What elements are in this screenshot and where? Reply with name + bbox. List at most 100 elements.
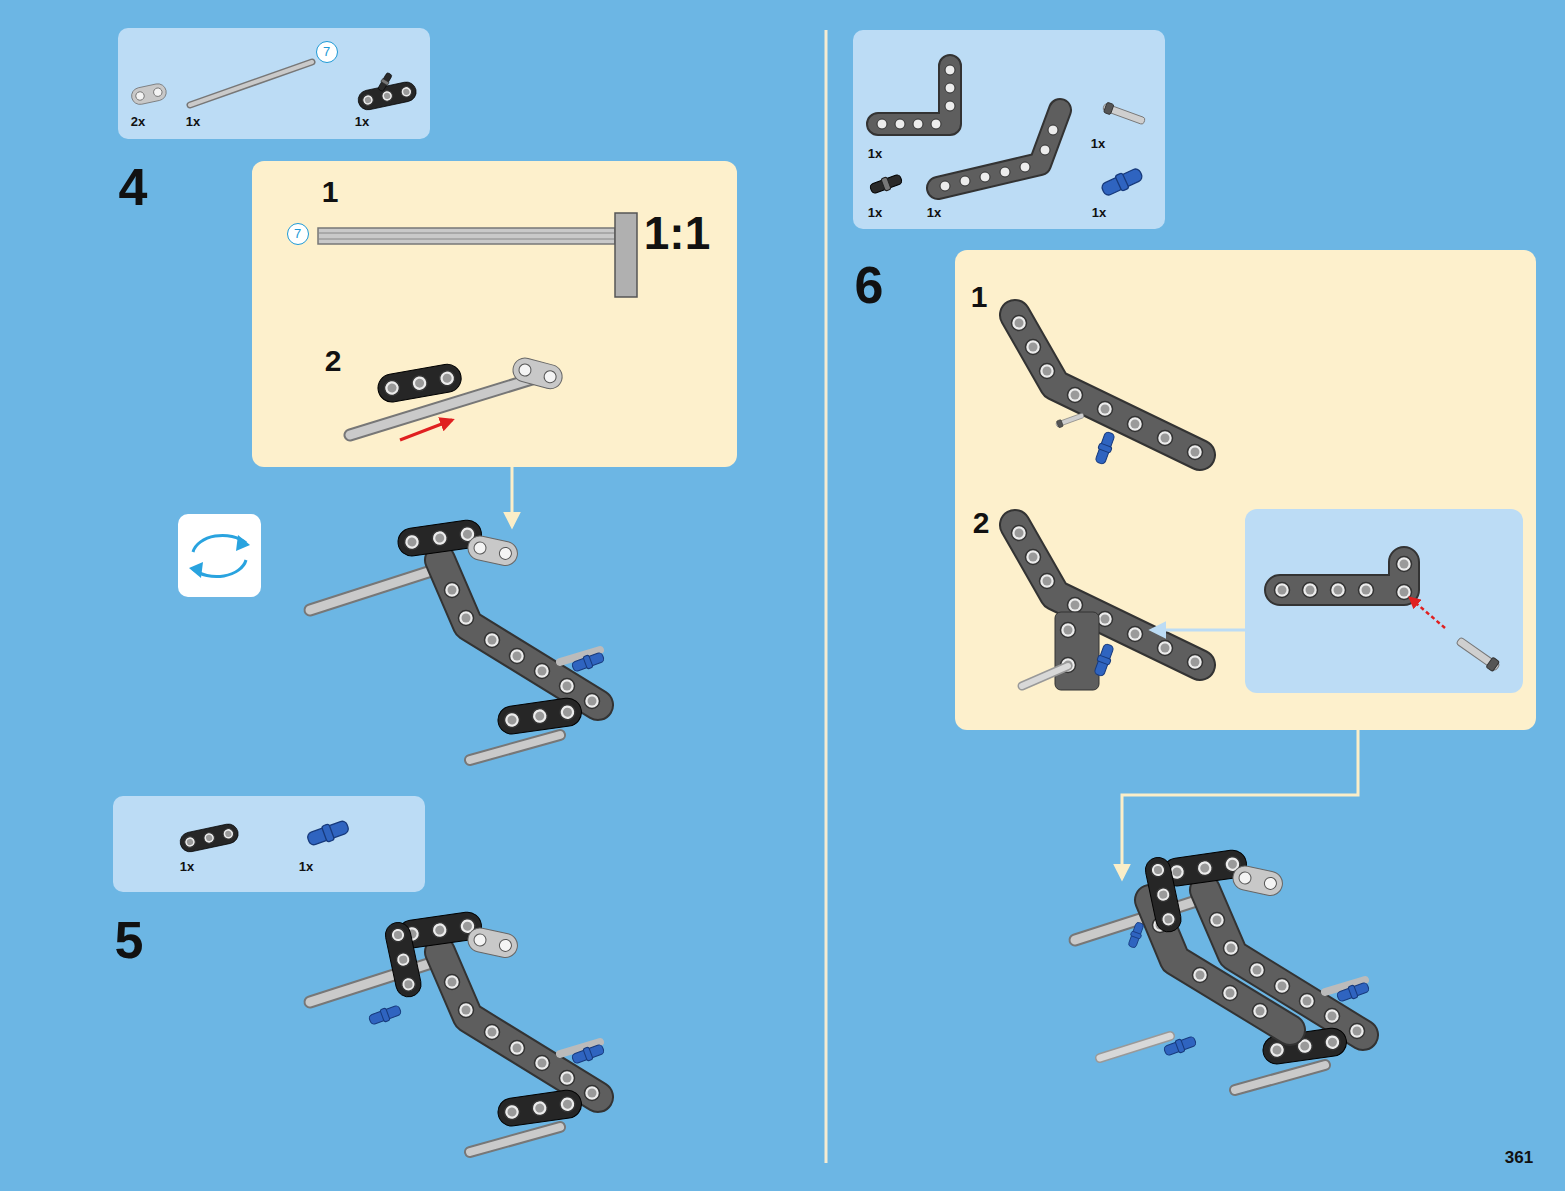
parts-list-art <box>306 818 351 848</box>
parts-list-art <box>1020 162 1030 172</box>
parts-list-art <box>945 83 955 93</box>
model-figure <box>1193 968 1208 983</box>
text: 1:1 <box>644 207 710 259</box>
subassembly-figure <box>1092 643 1115 678</box>
quantity-label: 1x <box>299 860 313 873</box>
parts-list-art <box>1100 166 1145 199</box>
parts-list-art <box>1102 102 1146 127</box>
text: 5 <box>115 911 144 969</box>
parts-list-art <box>945 101 955 111</box>
text: 2 <box>325 344 342 377</box>
model-figure <box>1075 848 1370 1090</box>
detail-panel <box>1331 583 1346 598</box>
quantity-label: 1x <box>868 206 882 219</box>
subassembly-figure <box>376 362 464 404</box>
axle-figure <box>318 213 637 297</box>
text: 1x <box>299 859 313 874</box>
parts-list-art <box>945 65 955 75</box>
model-figure <box>1100 1036 1170 1058</box>
text: 1x <box>186 114 200 129</box>
parts-list-art <box>938 110 1060 188</box>
substep-label: 1:1 <box>644 210 710 256</box>
step-arrow <box>1122 730 1358 878</box>
model-figure <box>1100 1036 1170 1058</box>
model-figure <box>368 1003 403 1026</box>
subassembly-figure <box>1061 623 1076 638</box>
text: 1x <box>927 205 941 220</box>
text: 2 <box>973 506 990 539</box>
parts-list-art <box>869 172 904 195</box>
rotate-icon <box>189 562 203 578</box>
text: 4 <box>119 158 148 216</box>
parts-list-art <box>377 72 393 93</box>
parts-list-art <box>940 181 950 191</box>
callout-text: 7 <box>323 45 330 58</box>
parts-list: 1x 1x <box>113 796 425 892</box>
text: 1 <box>971 280 988 313</box>
callout-number: 7 <box>316 41 338 63</box>
detail-panel <box>1410 598 1445 628</box>
axle-figure <box>615 213 637 297</box>
subassembly-figure <box>400 420 452 440</box>
text: 1x <box>868 205 882 220</box>
text: 7 <box>294 226 301 241</box>
rotate-icon <box>178 514 261 597</box>
subassembly-figure <box>1022 666 1068 686</box>
detail-panel <box>1245 509 1523 693</box>
divider-line <box>825 30 828 1163</box>
parts-list-art <box>877 119 887 129</box>
axle-figure <box>318 233 615 234</box>
substep-label: 1 <box>971 282 988 312</box>
model-figure <box>1143 855 1183 934</box>
parts-list-art <box>1040 145 1050 155</box>
parts-list-art <box>895 119 905 129</box>
model-figure <box>383 920 423 999</box>
parts-list-art <box>980 172 990 182</box>
parts-list-art <box>960 176 970 186</box>
parts-list-art <box>178 818 350 854</box>
parts-list-art <box>178 822 240 853</box>
model-figure <box>310 910 605 1152</box>
parts-list-art <box>1000 167 1010 177</box>
detail-panel <box>1359 583 1374 598</box>
step-number: 6 <box>855 259 884 311</box>
detail-panel <box>1303 583 1318 598</box>
rotate-icon <box>178 514 261 597</box>
parts-list-art <box>1048 125 1058 135</box>
parts-list-art <box>931 119 941 129</box>
detail-panel <box>1245 509 1523 693</box>
subassembly-figure <box>1022 666 1068 686</box>
step-arrow <box>511 467 514 526</box>
subassembly-figure <box>1093 431 1116 466</box>
text: 1x <box>355 114 369 129</box>
quantity-label: 1x <box>927 206 941 219</box>
detail-panel <box>1397 557 1412 572</box>
quantity-label: 1x <box>180 860 194 873</box>
model-figure <box>1163 1034 1198 1057</box>
subassembly-figure <box>1055 612 1099 690</box>
text: 1 <box>322 175 339 208</box>
quantity-label: 1x <box>868 147 882 160</box>
quantity-label: 1x <box>186 115 200 128</box>
quantity-label: 1x <box>1092 206 1106 219</box>
parts-list-art <box>130 82 168 106</box>
model-figure <box>1075 848 1370 1090</box>
text: 7 <box>323 44 330 59</box>
page-number: 361 <box>1505 1149 1533 1166</box>
text: 1x <box>868 146 882 161</box>
substep-label: 1 <box>322 177 339 207</box>
subassembly-figure <box>510 355 565 391</box>
callout-text: 7 <box>294 227 301 240</box>
quantity-label: 1x <box>355 115 369 128</box>
text: 361 <box>1505 1148 1533 1167</box>
step-arrow <box>1152 629 1245 632</box>
quantity-label: 1x <box>1091 137 1105 150</box>
parts-list-art <box>938 110 1060 188</box>
text: 1x <box>1092 205 1106 220</box>
callout-number: 7 <box>287 223 309 245</box>
model-figure <box>1223 986 1238 1001</box>
model-figure <box>310 910 605 1152</box>
detail-panel <box>1275 583 1290 598</box>
